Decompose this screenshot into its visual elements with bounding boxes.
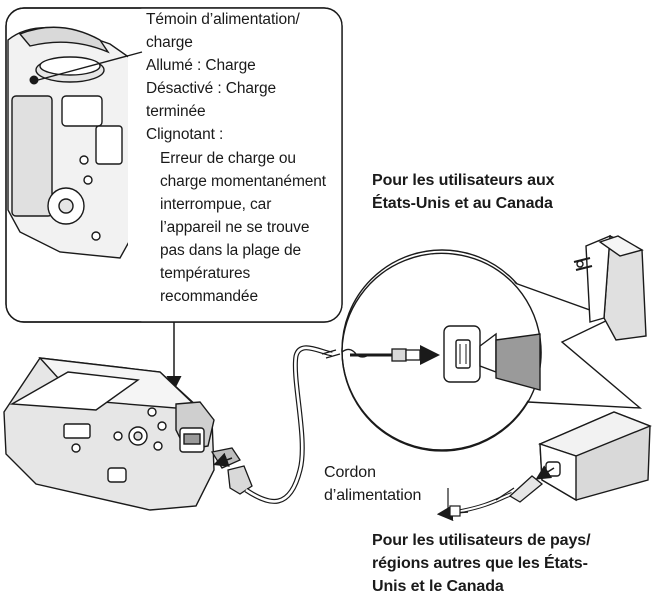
usb-plug xyxy=(321,345,440,365)
us-canada-label-line: États-Unis et au Canada xyxy=(372,195,553,212)
zoom-callout-tail xyxy=(511,281,643,409)
power-cord xyxy=(436,475,544,522)
callout-sub-line: interrompue, car xyxy=(160,196,272,213)
cord-label-line: d’alimentation xyxy=(324,487,422,504)
callout-sub-line: pas dans la plage de xyxy=(160,242,302,259)
callout-line: Allumé : Charge xyxy=(146,57,256,74)
callout-sub-line: températures xyxy=(160,265,251,282)
callout-sub-line: Erreur de charge ou xyxy=(160,150,296,167)
ac-adaptor-wall-plug xyxy=(573,234,647,341)
camera-usb-plug xyxy=(210,447,253,495)
callout-line: Désactivé : Charge xyxy=(146,80,277,97)
ac-adaptor-with-cord xyxy=(535,411,652,502)
other-regions-label-line: Pour les utilisateurs de pays/ xyxy=(372,532,591,549)
us-canada-label-line: Pour les utilisateurs aux xyxy=(372,172,555,189)
callout-line: terminée xyxy=(146,103,206,120)
power-indicator-lamp xyxy=(29,75,39,85)
callout-line: charge xyxy=(146,34,193,51)
usb-port xyxy=(443,325,541,391)
cord-label-line: Cordon xyxy=(324,464,376,481)
callout-line: Témoin d’alimentation/ xyxy=(146,11,300,28)
callout-sub-line: l’appareil ne se trouve xyxy=(160,219,310,236)
camera-top-view xyxy=(7,26,131,259)
usb-cable xyxy=(244,345,333,504)
lamp-leader-line xyxy=(37,51,143,81)
other-regions-label-line: Unis et le Canada xyxy=(372,578,504,595)
camera-body xyxy=(3,357,215,511)
callout-line: Clignotant : xyxy=(146,126,224,143)
callout-sub-line: recommandée xyxy=(160,288,258,305)
callout-sub-line: charge momentanément xyxy=(160,173,327,190)
other-regions-label-line: régions autres que les États- xyxy=(372,555,588,572)
